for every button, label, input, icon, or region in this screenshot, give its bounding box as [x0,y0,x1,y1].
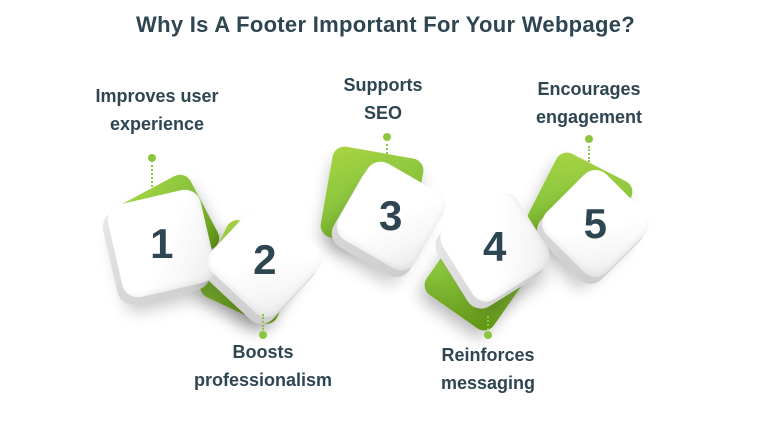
tile-4-connector-line [487,316,489,330]
tile-5-number: 5 [583,199,608,247]
tile-1-connector-dot [148,154,156,162]
tile-4-connector-dot [484,331,492,339]
tile-3-connector-dot [383,133,391,141]
infographic-title: Why Is A Footer Important For Your Webpa… [136,12,635,37]
tile-2-face: 2 [201,196,329,324]
tile-4-label: Reinforces messaging [440,345,536,393]
tile-5-connector-dot [585,135,593,143]
tile-2-number: 2 [253,235,277,283]
tile-2-connector-dot [259,331,267,339]
tile-5-label: Encourages engagement [535,79,643,127]
tile-3-connector-line [386,144,388,162]
tile-2-label: Boosts professionalism [193,342,333,390]
tile-5-connector-line [588,146,590,162]
tile-4-number: 4 [483,223,507,271]
tile-3-number: 3 [379,191,403,239]
tile-1-connector-line [151,165,153,187]
tile-2-connector-line [262,314,264,330]
tile-1-number: 1 [149,219,174,267]
tile-3-label: Supports SEO [343,75,423,123]
tile-1-label: Improves user experience [95,86,219,134]
